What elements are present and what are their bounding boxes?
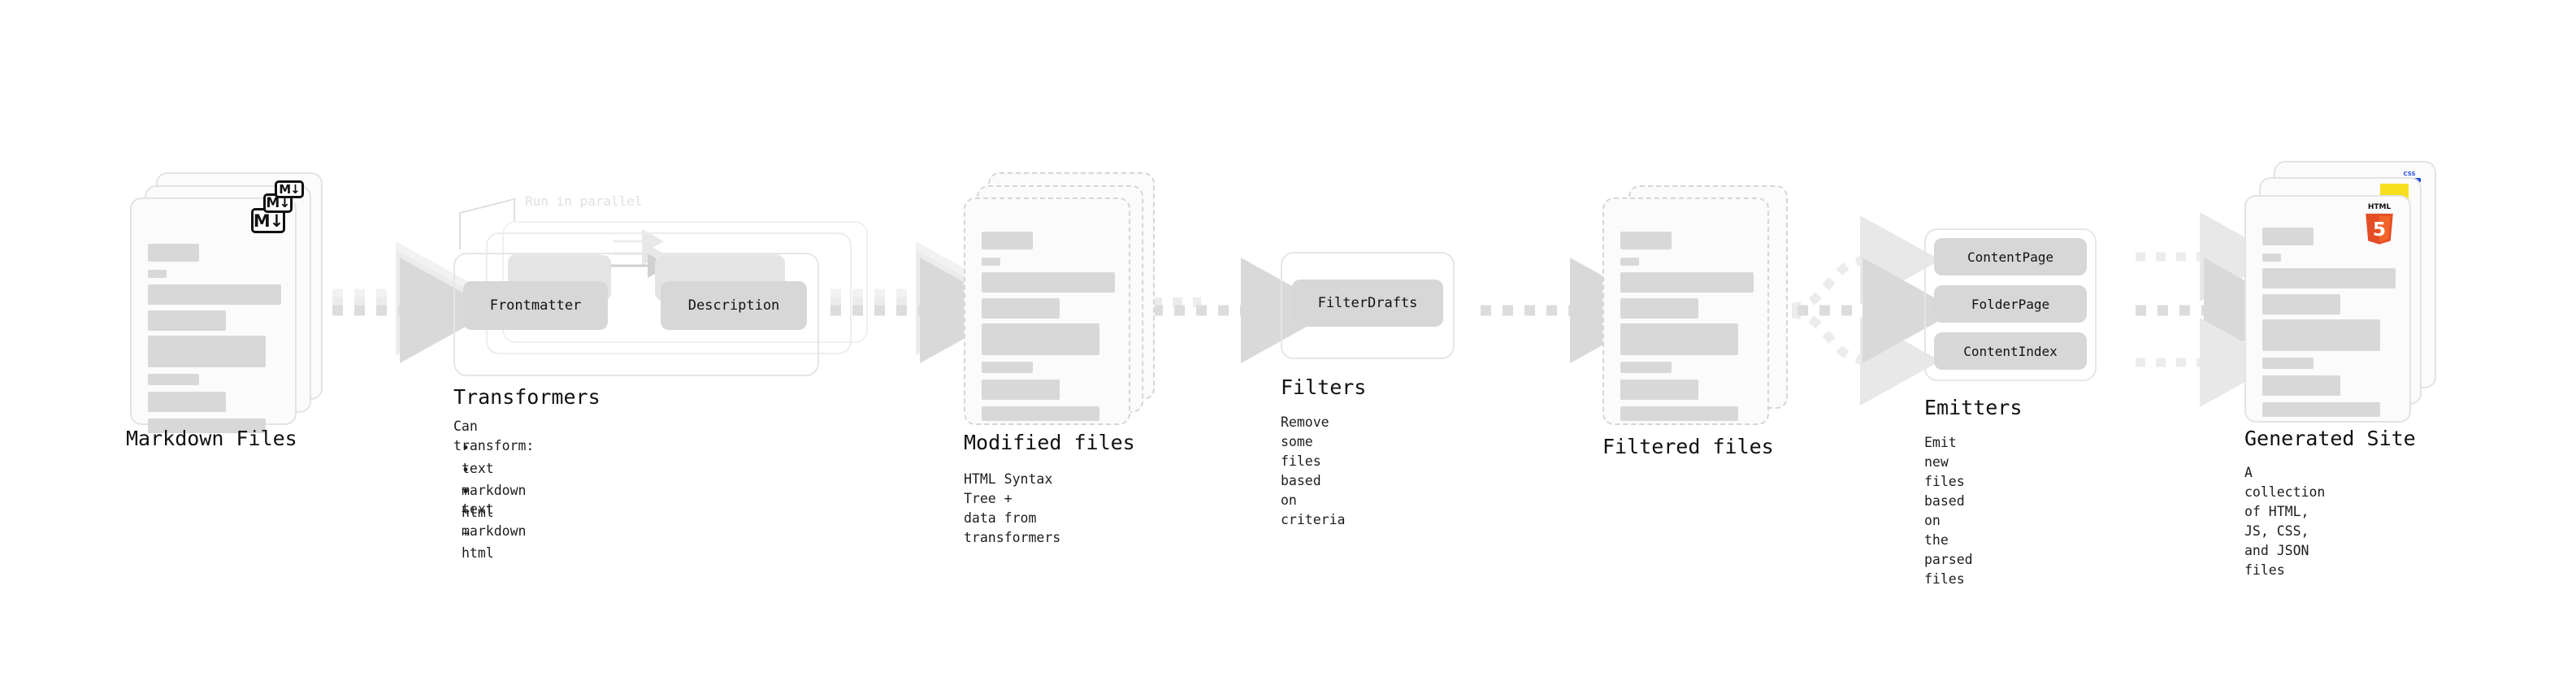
stage-title-transformers: Transformers	[453, 385, 601, 409]
content-bar	[148, 392, 226, 412]
content-bar	[1620, 323, 1738, 355]
css3-icon-label: CSS	[2403, 171, 2416, 177]
content-bar	[148, 244, 199, 262]
emitter-pill-folderpage[interactable]: FolderPage	[1934, 285, 2087, 323]
filters-group-box	[1281, 252, 1455, 359]
markdown-badge-arrow: ↓	[279, 195, 290, 211]
content-bar	[982, 258, 1000, 266]
filter-pill-filterdrafts[interactable]: FilterDrafts	[1292, 280, 1443, 327]
stage-desc-transformers-intro: Can transform:	[453, 419, 535, 453]
html5-icon: HTML 5	[2359, 203, 2400, 245]
stage-desc-filters: Remove some files based on criteria	[1281, 414, 1346, 527]
arrow-filtered-to-emitters	[1776, 215, 1958, 406]
content-bar	[982, 406, 1099, 421]
stage-title-filters: Filters	[1281, 375, 1367, 399]
html5-shield-icon: 5	[2366, 213, 2393, 245]
arrow-emitters-to-site	[2136, 212, 2299, 407]
content-bar	[1620, 298, 1698, 319]
content-bar	[982, 323, 1099, 355]
stage-desc-modified-files: HTML Syntax Tree + data from transformer…	[964, 471, 1061, 545]
stage-desc-generated-site: A collection of HTML, JS, CSS, and JSON …	[2244, 465, 2326, 578]
content-bar	[148, 284, 281, 305]
arrow-modified-to-filters	[1152, 258, 1336, 363]
content-bar	[148, 419, 266, 433]
content-bar	[2262, 375, 2340, 396]
content-bar	[2262, 358, 2314, 369]
content-bar	[148, 336, 266, 367]
markdown-badge-back: M↓	[275, 180, 304, 198]
markdown-file-card-front: M↓	[130, 197, 297, 433]
stage-title-markdown-files: Markdown Files	[126, 427, 297, 450]
modified-file-card-front	[964, 197, 1130, 425]
stage-desc-emitters: Emit new files based on the parsed files	[1924, 435, 1973, 587]
transformer-group-front	[453, 253, 819, 376]
content-bar	[148, 374, 199, 385]
content-bar	[982, 362, 1033, 373]
content-bar	[1620, 362, 1672, 373]
markdown-badge-letter: M	[279, 182, 291, 197]
stage-title-modified-files: Modified files	[964, 431, 1135, 454]
content-bar	[2262, 268, 2396, 288]
stage-title-filtered-files: Filtered files	[1602, 435, 1774, 458]
content-bar	[982, 380, 1060, 400]
markdown-badge-arrow: ↓	[269, 210, 284, 231]
content-bar	[1620, 232, 1672, 249]
markdown-badge-arrow: ↓	[290, 182, 301, 197]
content-bar	[148, 310, 226, 331]
content-bar	[1620, 258, 1639, 266]
content-bar	[2262, 254, 2281, 262]
arrow-markdown-to-transformers	[310, 241, 495, 363]
markdown-badge-letter: M	[253, 210, 271, 231]
content-bar	[2262, 402, 2380, 417]
content-bar	[982, 272, 1115, 293]
markdown-badge-letter: M	[266, 195, 280, 211]
transformer-pill-frontmatter[interactable]: Frontmatter	[463, 281, 608, 330]
content-bar	[2262, 294, 2340, 314]
stage-title-emitters: Emitters	[1924, 396, 2023, 419]
run-in-parallel-note: Run in parallel	[525, 193, 643, 209]
emitters-group-box	[1924, 228, 2097, 381]
site-file-card-front: HTML 5	[2244, 195, 2411, 423]
svg-text:5: 5	[2373, 219, 2386, 241]
filtered-file-card-front	[1602, 197, 1769, 425]
content-bar	[148, 270, 167, 278]
content-bar	[982, 298, 1060, 319]
content-bar	[982, 232, 1033, 249]
content-bar	[2262, 228, 2314, 245]
html5-icon-label: HTML	[2367, 203, 2392, 211]
content-bar	[1620, 406, 1738, 421]
content-bar	[1620, 380, 1698, 400]
stage-desc-transformers-item-1: • markdown → markdown	[462, 462, 527, 539]
emitter-pill-contentindex[interactable]: ContentIndex	[1934, 332, 2087, 370]
stage-title-generated-site: Generated Site	[2244, 427, 2416, 450]
stage-desc-transformers-item-2: • html → html	[462, 484, 494, 561]
emitter-pill-contentpage[interactable]: ContentPage	[1934, 238, 2087, 275]
stage-desc-transformers-item-0: • text → text	[462, 440, 494, 517]
content-bar	[2262, 319, 2380, 351]
transformer-pill-description[interactable]: Description	[661, 281, 807, 330]
content-bar	[1620, 272, 1754, 293]
